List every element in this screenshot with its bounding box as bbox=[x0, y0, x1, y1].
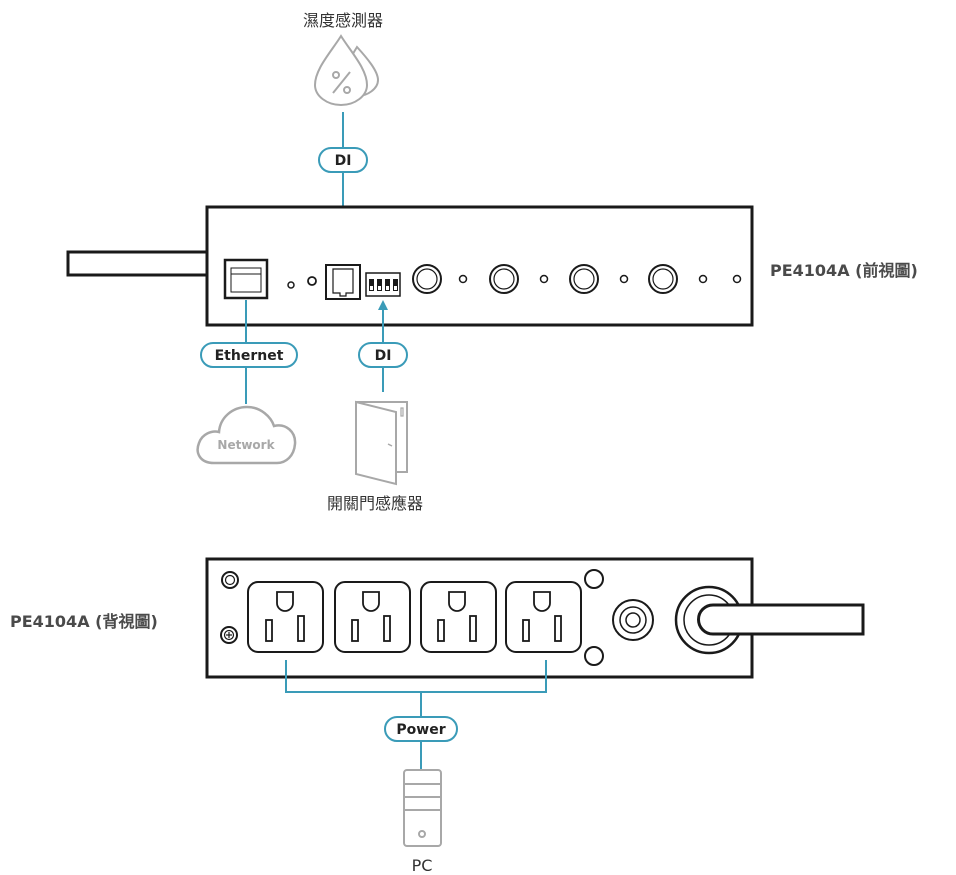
pc-tower-icon bbox=[403, 769, 442, 847]
front-view-label: PE4104A (前視圖) bbox=[770, 261, 918, 280]
di-bottom-badge-text: DI bbox=[375, 348, 392, 364]
network-label: Network bbox=[217, 438, 275, 452]
ethernet-badge-text: Ethernet bbox=[215, 348, 284, 364]
outlet-4 bbox=[505, 581, 582, 653]
outlet-1 bbox=[247, 581, 324, 653]
di-bottom-badge bbox=[358, 342, 408, 368]
rear-screws bbox=[220, 571, 239, 644]
humidity-sensor-label: 濕度感測器 bbox=[303, 11, 383, 30]
rear-view-label: PE4104A (背視圖) bbox=[10, 612, 158, 631]
di-top-badge-text: DI bbox=[335, 153, 352, 169]
humidity-drops-icon bbox=[313, 34, 380, 107]
power-badge bbox=[384, 716, 458, 742]
power-badge-text: Power bbox=[396, 722, 445, 738]
power-bracket bbox=[285, 660, 547, 693]
outlet-3 bbox=[420, 581, 497, 653]
di-top-badge bbox=[318, 147, 368, 173]
door-icon bbox=[355, 400, 408, 486]
ethernet-badge bbox=[200, 342, 298, 368]
rear-power-cable bbox=[697, 603, 865, 636]
cloud-icon bbox=[196, 405, 297, 465]
pc-label: PC bbox=[412, 856, 433, 875]
door-sensor-label: 開關門感應器 bbox=[327, 494, 423, 513]
rear-panel bbox=[205, 557, 754, 679]
front-cable bbox=[66, 250, 210, 277]
dip-switch bbox=[365, 272, 401, 297]
outlet-2 bbox=[334, 581, 411, 653]
di-port bbox=[325, 264, 361, 300]
front-buttons bbox=[412, 264, 742, 294]
ethernet-port bbox=[223, 258, 269, 300]
